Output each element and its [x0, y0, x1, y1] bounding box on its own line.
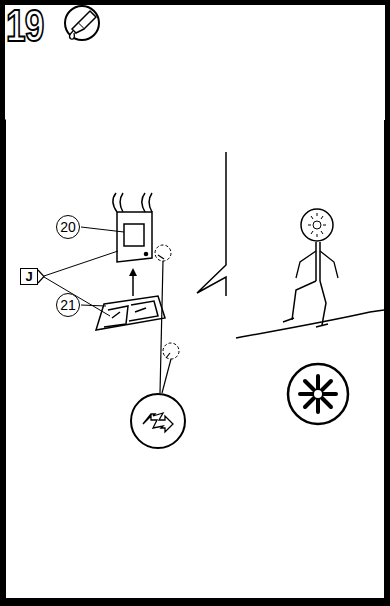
adhesive-pad — [96, 296, 165, 330]
glue-icon — [65, 6, 99, 40]
part-letter-box: J — [20, 268, 38, 285]
callout-circle: 20 — [56, 215, 80, 239]
person-figure — [236, 209, 384, 338]
bracket-part — [113, 193, 152, 262]
inspect-icon — [288, 364, 348, 424]
slide-icon — [131, 394, 185, 448]
page-frame — [3, 3, 388, 604]
view-divider — [197, 152, 226, 296]
callout-number: J — [25, 270, 32, 283]
move-arrow — [129, 268, 137, 296]
callout-circle: 21 — [56, 293, 80, 317]
step-number: 19 — [6, 4, 44, 48]
detail-marks — [155, 245, 179, 359]
callout-number: 21 — [60, 298, 76, 312]
callout-number: 20 — [60, 220, 76, 234]
leader-lines — [44, 227, 124, 316]
